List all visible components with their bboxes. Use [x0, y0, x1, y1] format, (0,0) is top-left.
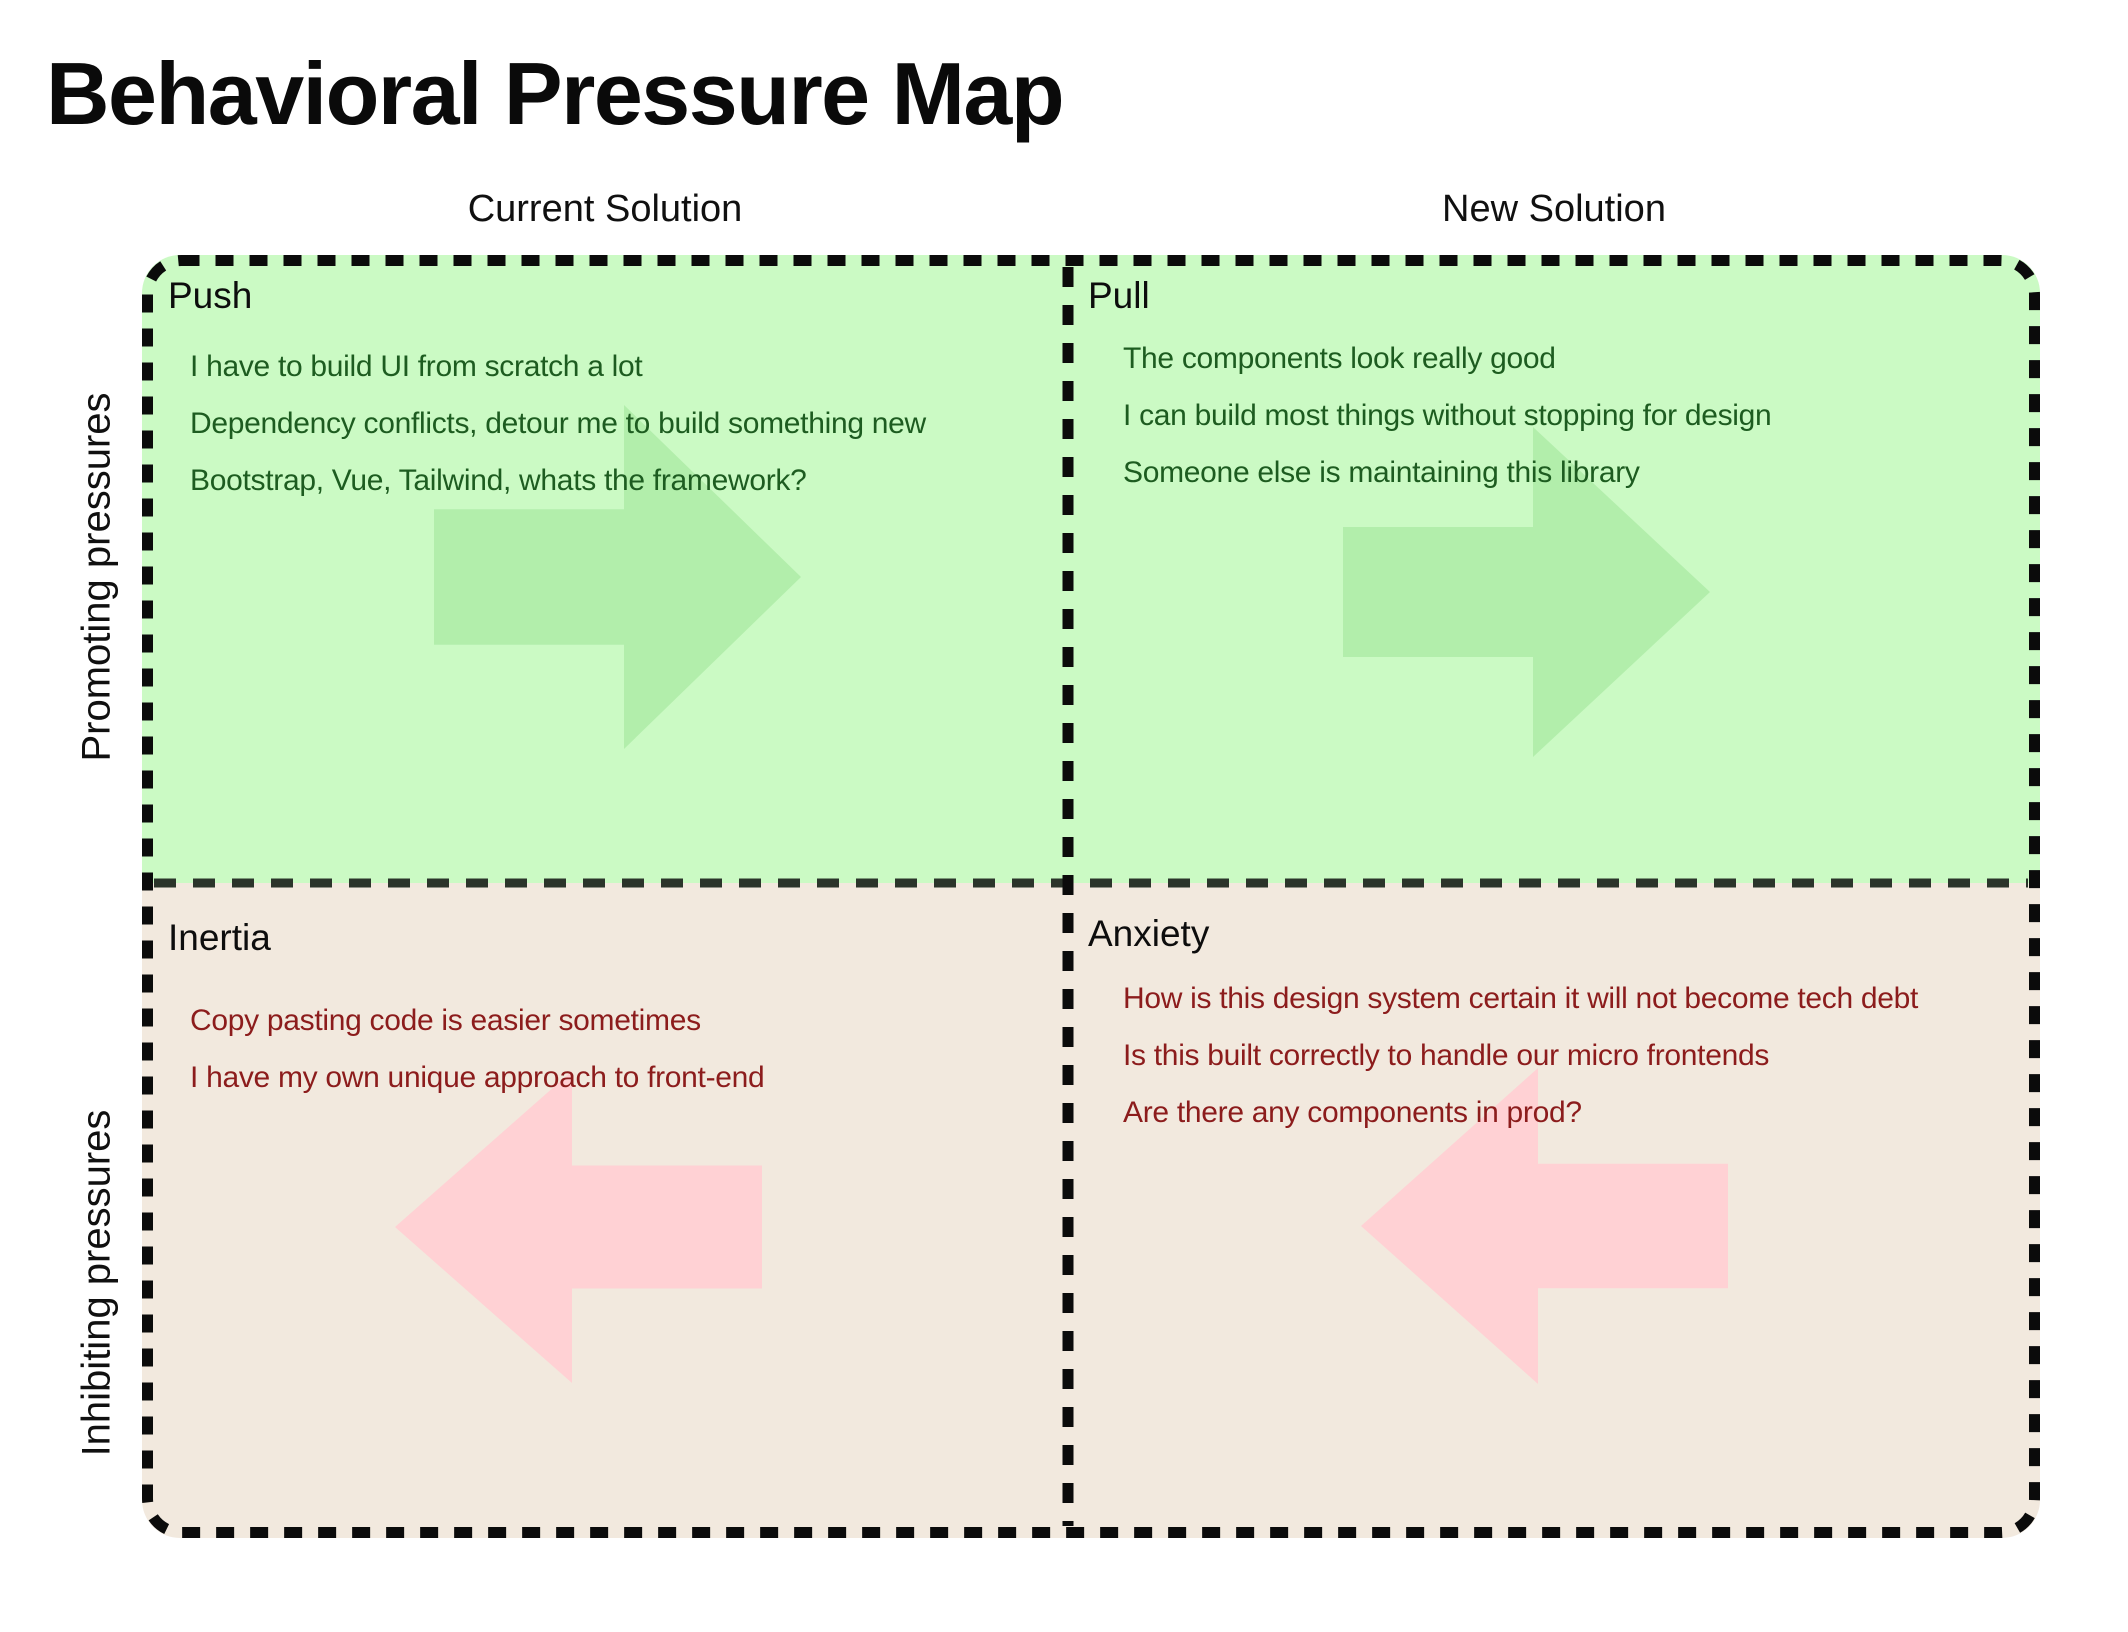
column-header-current-solution: Current Solution	[467, 188, 743, 230]
pressure-item: Someone else is maintaining this library	[1123, 456, 1640, 489]
pressure-item: I have my own unique approach to front-e…	[190, 1061, 765, 1094]
row-label-inhibiting-pressures: Inhibiting pressures	[74, 1109, 119, 1457]
anxiety-items: How is this design system certain it wil…	[1123, 983, 1918, 1128]
pressure-item: How is this design system certain it wil…	[1123, 982, 1919, 1015]
inertia-left-arrow-icon	[395, 1071, 762, 1383]
pressure-item: Is this built correctly to handle our mi…	[1123, 1039, 1770, 1072]
quadrant-anxiety: Anxiety How is this design system certai…	[1068, 883, 2040, 1538]
pressure-item: Bootstrap, Vue, Tailwind, whats the fram…	[190, 464, 807, 497]
column-header-new-solution: New Solution	[1442, 188, 1666, 230]
row-label-promoting-pressures: Promoting pressures	[74, 392, 119, 762]
quadrant-title-inertia: Inertia	[168, 917, 271, 958]
pull-items: The components look really good I can bui…	[1123, 342, 1772, 489]
inertia-items: Copy pasting code is easier sometimes I h…	[190, 1004, 765, 1094]
quadrant-title-anxiety: Anxiety	[1088, 913, 1210, 954]
quadrant-title-pull: Pull	[1088, 275, 1150, 316]
pressure-item: The components look really good	[1123, 342, 1556, 375]
pressure-item: Dependency conflicts, detour me to build…	[190, 407, 926, 440]
quadrant-title-push: Push	[168, 275, 253, 316]
quadrant-pull: Pull The components look really good I ca…	[1068, 255, 2040, 883]
pressure-item: Copy pasting code is easier sometimes	[190, 1004, 701, 1037]
page-title: Behavioral Pressure Map	[46, 44, 1065, 143]
pressure-item: I can build most things without stopping…	[1123, 399, 1772, 432]
quadrant-inertia: Inertia Copy pasting code is easier some…	[142, 883, 1068, 1538]
quadrant-push: Push I have to build UI from scratch a l…	[142, 255, 1068, 883]
quadrant-backgrounds: Push I have to build UI from scratch a l…	[142, 255, 2040, 1538]
pressure-item: I have to build UI from scratch a lot	[190, 350, 643, 383]
pressure-item: Are there any components in prod?	[1123, 1096, 1582, 1129]
pressure-map-grid: Push I have to build UI from scratch a l…	[142, 255, 2040, 1538]
